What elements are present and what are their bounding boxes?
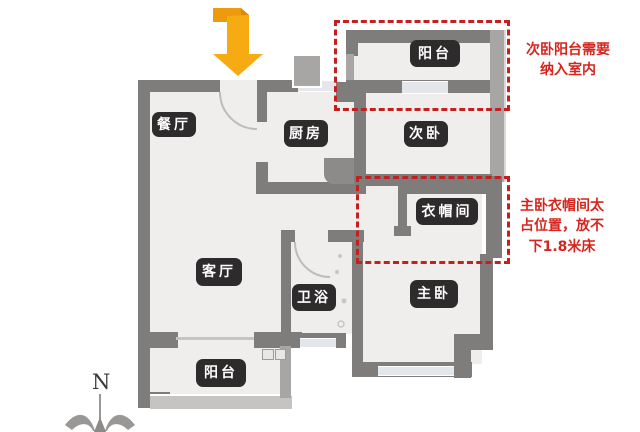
room-label-kitchen: 厨房 bbox=[284, 120, 328, 147]
wall-living-bottom-right bbox=[254, 332, 302, 348]
room-label-text: 餐厅 bbox=[157, 116, 191, 133]
floor-balcony-doorway bbox=[170, 332, 260, 348]
bath-fixture-dot bbox=[335, 270, 339, 274]
wall-balcony-bottom-left bbox=[138, 348, 150, 406]
room-label-balcony-top: 阳台 bbox=[410, 40, 460, 67]
wall-cloakroom-foot bbox=[394, 226, 411, 236]
note-line: 主卧衣帽间太 bbox=[520, 198, 604, 214]
wall-left-outer bbox=[138, 80, 150, 348]
wall-right-outer-light bbox=[490, 30, 506, 182]
note-line: 占位置，放不 bbox=[520, 218, 604, 235]
wall-balcony-top bbox=[346, 30, 496, 43]
wall-kitchen-top bbox=[257, 80, 299, 92]
entry-arrow-icon bbox=[213, 8, 263, 76]
room-label-dining: 餐厅 bbox=[152, 112, 196, 137]
room-label-text: 客厅 bbox=[202, 264, 236, 280]
wall-kitchen-step bbox=[256, 162, 268, 194]
note-line: 次卧阳台需要 bbox=[526, 42, 610, 58]
washer-icon bbox=[262, 349, 274, 360]
room-label-bathroom: 卫浴 bbox=[292, 284, 336, 311]
wall-balcony-bottom-right bbox=[280, 346, 291, 398]
compass-rose-icon bbox=[65, 394, 135, 432]
wall-master-right bbox=[480, 254, 493, 338]
room-label-text: 卫浴 bbox=[297, 289, 331, 306]
toilet-icon bbox=[337, 320, 345, 328]
window-bathroom bbox=[300, 338, 336, 348]
note-line: 下1.8米床 bbox=[528, 238, 596, 255]
north-label: N bbox=[92, 370, 111, 394]
bath-fixture-dot bbox=[338, 254, 342, 258]
note-balcony: 次卧阳台需要 纳入室内 bbox=[512, 40, 624, 81]
wall-master-corner-step bbox=[454, 334, 471, 378]
wall-right-cloakroom bbox=[486, 176, 502, 258]
entry-door-arc bbox=[219, 91, 258, 130]
sliding-door-line bbox=[176, 337, 256, 340]
room-label-living: 客厅 bbox=[196, 258, 242, 286]
dashed-box-cloakroom bbox=[356, 176, 510, 264]
washer-icon bbox=[275, 349, 286, 360]
wall-balcony-top-step bbox=[346, 30, 358, 56]
window-balcony-inner bbox=[402, 81, 448, 94]
dashed-box-balcony bbox=[334, 20, 510, 111]
note-cloakroom: 主卧衣帽间太 占位置，放不 下1.8米床 bbox=[502, 196, 622, 257]
room-label-cloakroom: 衣帽间 bbox=[416, 198, 478, 225]
room-label-bedroom2: 次卧 bbox=[404, 121, 448, 147]
wall-living-bottom-left bbox=[138, 332, 178, 348]
wall-kitchen-right bbox=[354, 92, 366, 194]
wall-kitchen-bottom bbox=[256, 182, 366, 194]
room-label-text: 阳台 bbox=[418, 45, 452, 62]
room-label-balcony-bottom: 阳台 bbox=[196, 359, 246, 387]
room-label-master: 主卧 bbox=[410, 280, 458, 308]
bathroom-door-arc bbox=[294, 241, 331, 278]
floor-master-doorway bbox=[362, 228, 398, 248]
railing-balcony-bottom bbox=[150, 394, 292, 409]
wall-bathroom-jamb bbox=[281, 230, 295, 242]
floor-entry-doorway bbox=[218, 80, 258, 94]
room-label-text: 次卧 bbox=[409, 126, 443, 142]
wall-cloakroom-partition-v bbox=[398, 186, 407, 234]
wall-entry-jamb bbox=[257, 80, 267, 122]
room-label-text: 衣帽间 bbox=[421, 203, 473, 220]
wall-bathroom-left bbox=[281, 230, 291, 336]
wall-exterior-stub bbox=[292, 54, 322, 88]
wall-cloakroom-partition-h bbox=[398, 186, 494, 194]
room-label-text: 阳台 bbox=[204, 365, 238, 381]
room-label-text: 厨房 bbox=[289, 125, 323, 142]
note-line: 纳入室内 bbox=[540, 62, 596, 79]
room-label-text: 主卧 bbox=[417, 286, 451, 302]
window-master bbox=[378, 366, 454, 376]
wall-top-left bbox=[138, 80, 220, 92]
kitchen-counter bbox=[324, 158, 354, 184]
wall-balcony-left-thin bbox=[346, 54, 354, 84]
wall-master-left bbox=[352, 230, 363, 377]
bath-fixture-dot bbox=[341, 298, 347, 304]
